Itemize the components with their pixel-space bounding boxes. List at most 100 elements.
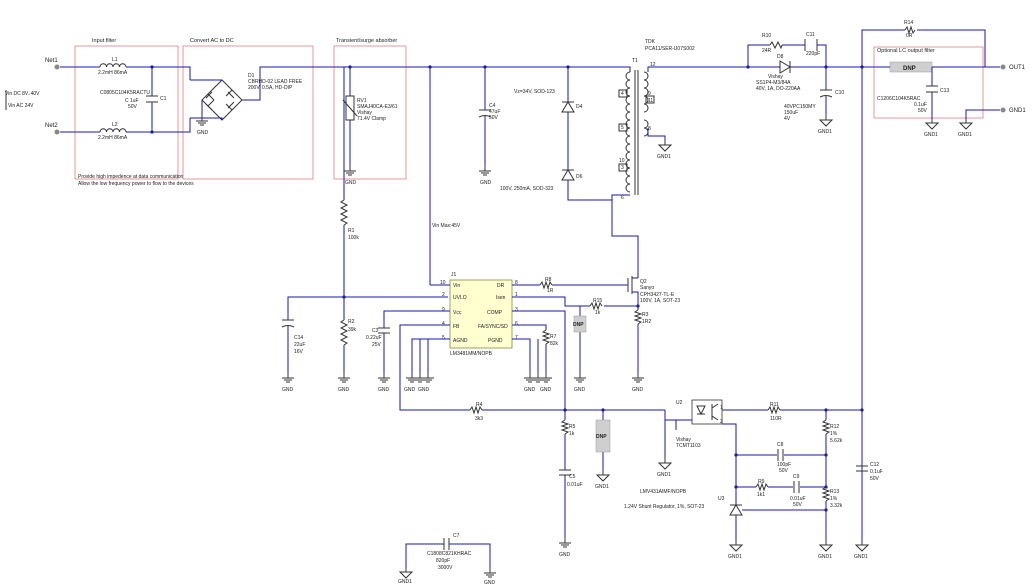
resistor-r13: R13 1% 3.32k (821, 486, 843, 540)
r13-ref: R13 (830, 489, 839, 495)
d4-value: Vz=34V, SOD-123 (514, 89, 555, 95)
dnp-lc-inductor: DNP (889, 61, 933, 73)
gnd-pgnd2: GND (540, 387, 552, 393)
c3-value: 0.22uF (366, 335, 382, 341)
gnd1-dnp-fb: GND1 (595, 484, 609, 490)
r12-value1: 1% (830, 431, 838, 437)
inductor-l2: L2 2.2mH 86mA (98, 122, 128, 141)
u1-pin-vcc: Vcc (453, 310, 462, 316)
out1-terminal[interactable] (1000, 64, 1006, 70)
lc-filter-box (873, 46, 984, 119)
d6-value: 100V, 250mA, SOD-323 (500, 186, 554, 192)
gnd1-c13: GND1 (924, 132, 938, 138)
u1-pin-vin: Vin (453, 283, 460, 289)
r7-value: 82k (550, 341, 559, 347)
t1-part: PCA11/SER-U07S002 (645, 46, 695, 52)
capacitor-c12: C12 0.1uF 50V (856, 460, 883, 540)
gnd-d1: GND (197, 130, 209, 136)
resistor-r5: R5 1k (560, 419, 576, 470)
d1-value2: 200V, 0.5A, HD-DIP (248, 85, 293, 91)
resistor-r3: R3 1R2 (633, 300, 651, 372)
controller-ic-u1: J1 LM3481MM/NOPB Vin UVLO Vcc FB AGND DR… (440, 272, 518, 357)
note-line1: Provide high impedence at data communica… (78, 174, 184, 180)
net1-label: Net1 (45, 58, 58, 64)
gnd-agnd1: GND (404, 387, 416, 393)
c3-voltage: 25V (372, 342, 382, 348)
d8-value1: Vishay (768, 74, 783, 80)
gnd-dnp-isen: GND (574, 387, 586, 393)
t1-ref: T1 (632, 58, 638, 64)
u1-pin-agnd: AGND (453, 338, 468, 344)
capacitor-c14: C14 22uF 16V (281, 319, 305, 372)
gnd-pgnd1: GND (524, 387, 536, 393)
input-filter-title: Input filter (92, 38, 116, 44)
d1-value1: CBRHD-02 LEAD FREE (248, 79, 303, 85)
net1-terminal[interactable] (54, 64, 60, 70)
d8-value2: SS1P4-M3/84A (756, 80, 791, 86)
gnd-c3: GND (378, 387, 390, 393)
inductor-l1: L1 2.2mH 86mA (98, 57, 128, 76)
rv1-value2: Vishay (357, 110, 372, 116)
gnd1-c7: GND1 (398, 579, 412, 584)
d8-ref: D8 (777, 54, 784, 60)
l1-value: 2.2mH 86mA (98, 70, 128, 76)
resistor-r2: R2 39k (339, 319, 357, 346)
c14-value: 22uF (294, 342, 305, 348)
r13-value2: 3.32k (830, 503, 843, 509)
u2-pin-1: 1 (720, 405, 723, 411)
optocoupler-u2: U2 Vishay TCMT1103 1 2 (676, 399, 723, 449)
u1-pnum-7: 7 (515, 335, 518, 341)
r8-value: 1R (547, 288, 554, 294)
r10-value: 24R (762, 48, 772, 54)
c10-value3: 4V (784, 116, 791, 122)
gnd-r2: GND (338, 387, 350, 393)
r2-value: 39k (348, 327, 357, 333)
vin-max-note: Vin Max:45V (432, 223, 461, 229)
c9-ref: C9 (793, 474, 800, 480)
q2-value2: CPH3427-TL-E (640, 292, 675, 298)
t1-pin-4: 4 (621, 91, 624, 97)
d6-ref: D6 (576, 174, 583, 180)
rv1-value3: 71.4V Clamp (357, 116, 386, 122)
u1-pin-uvlo: UVLO (453, 295, 467, 301)
t1-pin-9: 9 (648, 91, 651, 97)
gnd1-terminal[interactable] (1000, 107, 1006, 113)
u1-pin-isen: Isen (496, 295, 506, 301)
u1-pnum-2: 2 (442, 292, 445, 298)
r12-value2: 5.62k (830, 438, 843, 444)
shunt-regulator-u3: U3 LMV431AIMF/NOPB 1.24V Shunt Regulator… (624, 489, 826, 540)
u3-desc: 1.24V Shunt Regulator, 1%, SOT-23 (624, 504, 705, 510)
c1-voltage: 50V (128, 104, 138, 110)
r1-ref: R1 (348, 228, 355, 234)
u2-pin-2: 2 (720, 419, 723, 425)
resistor-r12: R12 1% 5.62k (821, 419, 843, 487)
gnd-c7: GND (484, 580, 496, 584)
gnd-c4: GND (480, 180, 492, 186)
r10-ref: R10 (762, 33, 771, 39)
zener-d4: D4 Vz=34V, SOD-123 (514, 67, 612, 201)
u1-pin-fb: FB (453, 324, 460, 330)
q2-value3: 100V, 1A, SOT-23 (640, 298, 680, 304)
c5-ref: C5 (569, 474, 576, 480)
c1-ref: C1 (160, 96, 167, 102)
c11-ref: C11 (806, 32, 815, 38)
c8-voltage: 50V (779, 468, 789, 474)
u1-pin-dr: DR (497, 283, 505, 289)
net2-terminal[interactable] (54, 129, 60, 135)
u1-pin-comp: COMP (487, 310, 503, 316)
rv1-ref: RV1 (357, 98, 367, 104)
u1-pin-fa: FA/SYNC/SD (478, 324, 508, 330)
r5-ref: R5 (569, 424, 576, 430)
bridge-rectifier-d1: D1 CBRHD-02 LEAD FREE 200V, 0.5A, HD-DIP (190, 66, 335, 121)
r13-value1: 1% (830, 496, 838, 502)
out1-label: OUT1 (1009, 65, 1026, 71)
q2-ref: Q2 (640, 279, 647, 285)
c1-part: C0805C104K5RACTU (100, 90, 150, 96)
capacitor-c7: C7 C1808C821KHRAC 820pF 3000V (405, 533, 491, 571)
t1-pin-12: 12 (650, 62, 656, 68)
l1-ref: L1 (112, 57, 118, 63)
u1-pnum-1: 1 (515, 292, 518, 298)
c3-ref: C3 (372, 328, 379, 334)
capacitor-c8: C8 100pF 50V (777, 442, 791, 474)
